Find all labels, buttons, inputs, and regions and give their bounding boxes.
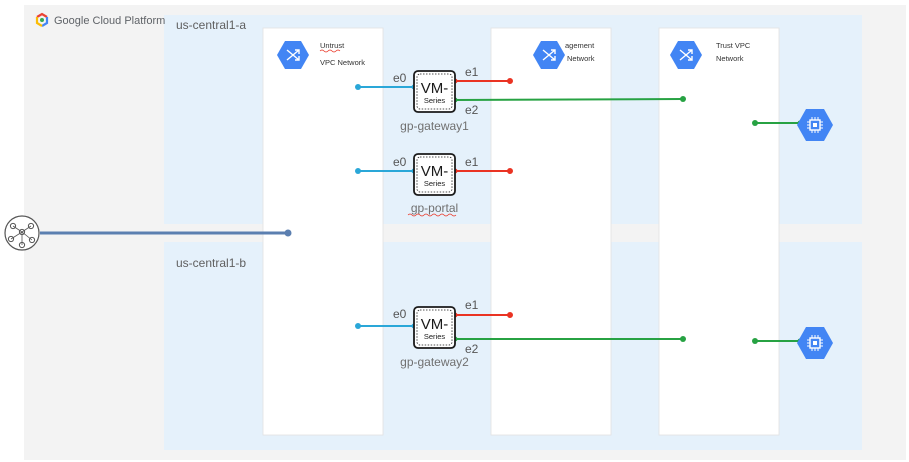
gateway2-port-e0: e0 xyxy=(393,307,407,321)
spellcheck-underline xyxy=(319,49,341,53)
vm-series-title: VM- xyxy=(421,80,449,97)
management-network-label-line2: Network xyxy=(567,54,595,63)
firewall-gp-gateway2: VM- Series xyxy=(413,306,456,349)
gateway2-port-e2: e2 xyxy=(465,342,479,356)
network-arrows-icon xyxy=(533,41,565,69)
gateway1-e2-link xyxy=(454,98,684,101)
portal-name: gp-portal xyxy=(411,201,458,215)
trust-network-label-line2: Network xyxy=(716,54,744,63)
management-vpc-column xyxy=(490,27,612,436)
management-network-label-line1: agement xyxy=(565,41,595,50)
gateway1-name: gp-gateway1 xyxy=(400,119,469,133)
untrust-network-label-line1: Untrust xyxy=(320,41,345,50)
gateway2-e1-endpoint xyxy=(507,312,513,318)
vm-series-title: VM- xyxy=(421,316,449,333)
trust-compute-endpoint-a xyxy=(752,120,758,126)
vm-series-inner-border xyxy=(416,73,453,110)
vm-series-inner-border xyxy=(416,156,453,193)
compute-chip-icon xyxy=(797,327,833,359)
gateway2-e0-endpoint xyxy=(355,323,361,329)
gateway2-e2-endpoint xyxy=(680,336,686,342)
gateway1-e2-endpoint xyxy=(680,96,686,102)
internet-link-endpoint xyxy=(284,229,292,237)
brand-logo-text: Google Cloud Platform xyxy=(54,15,165,27)
vm-series-box xyxy=(413,70,456,113)
gateway1-e1-endpoint xyxy=(507,78,513,84)
gateway1-port-e1: e1 xyxy=(465,65,479,79)
vm-series-subtitle: Series xyxy=(424,332,446,341)
compute-chip-icon xyxy=(797,109,833,141)
portal-e0-endpoint xyxy=(355,168,361,174)
network-arrows-icon xyxy=(670,41,702,69)
vm-series-box xyxy=(413,306,456,349)
zone-label-b: us-central1-b xyxy=(176,256,246,270)
gateway2-name: gp-gateway2 xyxy=(400,355,469,369)
vm-series-subtitle: Series xyxy=(424,179,446,188)
portal-port-e1: e1 xyxy=(465,155,479,169)
vm-series-title: VM- xyxy=(421,163,449,180)
vm-series-box xyxy=(413,153,456,196)
firewall-gp-gateway1: VM- Series xyxy=(413,70,456,113)
trust-compute-endpoint-b xyxy=(752,338,758,344)
spellcheck-underline xyxy=(407,213,457,217)
gateway1-port-e0: e0 xyxy=(393,71,407,85)
untrust-network-label-line2: VPC Network xyxy=(320,58,365,67)
gateway2-port-e1: e1 xyxy=(465,298,479,312)
trust-vpc-column xyxy=(658,27,780,436)
gateway1-e0-endpoint xyxy=(355,84,361,90)
vm-series-subtitle: Series xyxy=(424,96,446,105)
portal-e1-endpoint xyxy=(507,168,513,174)
portal-port-e0: e0 xyxy=(393,155,407,169)
internet-globe-icon xyxy=(4,215,40,251)
vm-series-inner-border xyxy=(416,309,453,346)
zone-label-a: us-central1-a xyxy=(176,18,246,32)
firewall-gp-portal: VM- Series xyxy=(413,153,456,196)
trust-network-label-line1: Trust VPC xyxy=(716,41,751,50)
gcp-hexagon-logo-icon xyxy=(35,12,49,27)
network-arrows-icon xyxy=(277,41,309,69)
gateway1-port-e2: e2 xyxy=(465,103,479,117)
